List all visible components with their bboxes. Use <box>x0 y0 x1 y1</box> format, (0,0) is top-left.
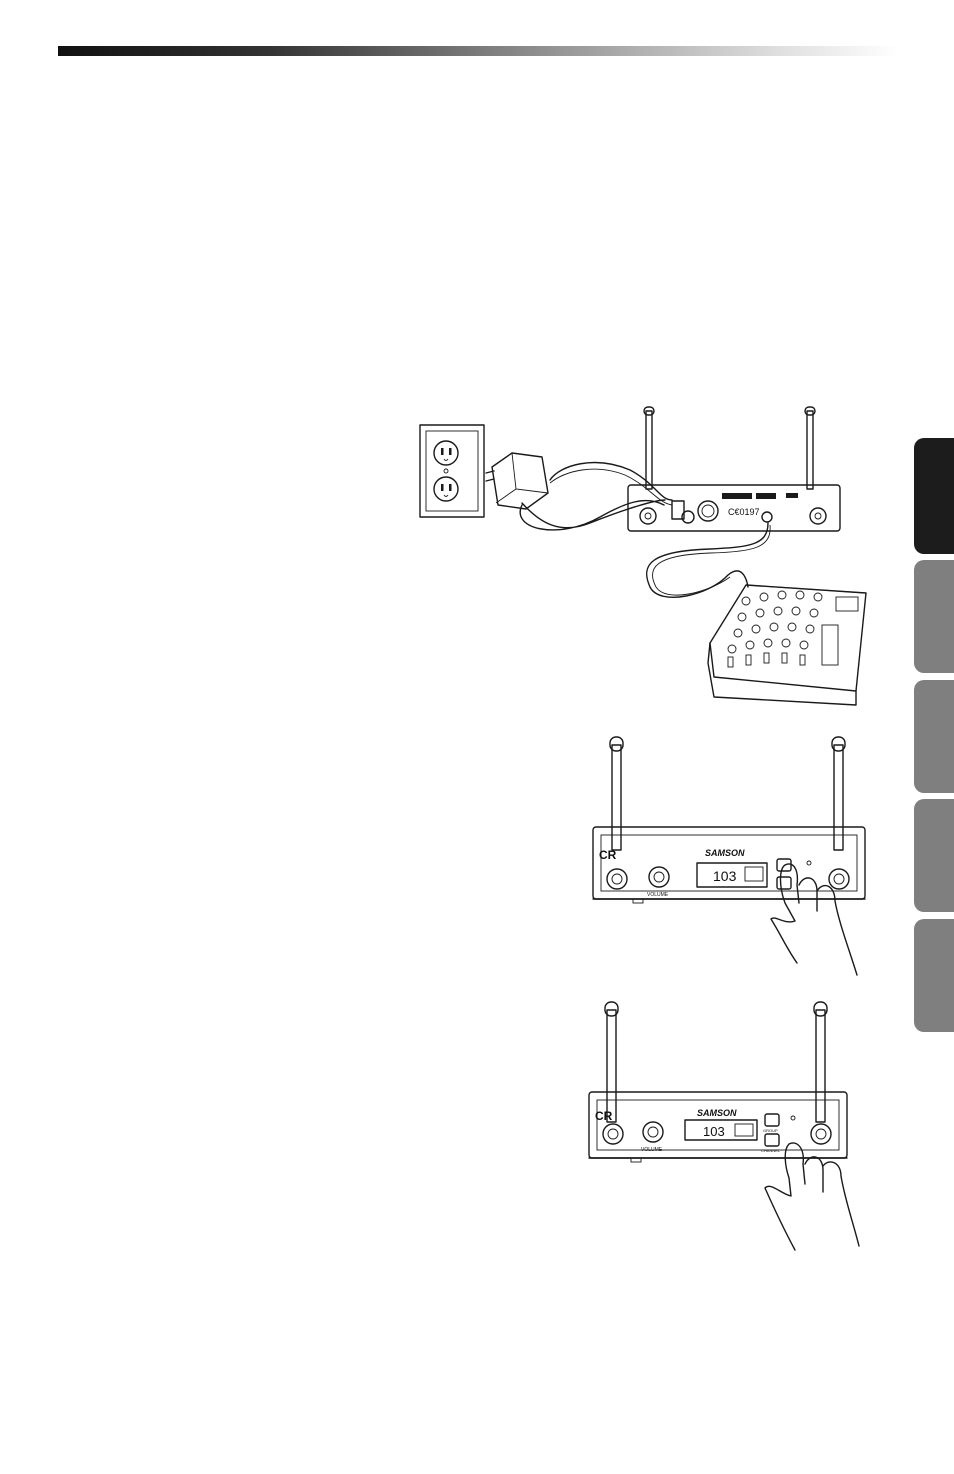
channel-button <box>764 1133 780 1147</box>
display-readout: 103 <box>713 868 737 884</box>
hand <box>770 863 858 976</box>
brand-logo: SAMSON <box>697 1108 737 1118</box>
side-tab-2[interactable] <box>914 560 954 673</box>
antenna-left <box>604 1001 619 1123</box>
channel-label: CHANNEL <box>761 1148 781 1153</box>
model-logo: CR <box>595 1109 613 1123</box>
group-button <box>764 1113 780 1127</box>
header-rule <box>58 46 898 56</box>
receiver-rear: C€0197 <box>627 406 841 532</box>
connection-diagram: C€0197 <box>419 406 867 706</box>
antenna-right <box>813 1001 828 1123</box>
volume-label: VOLUME <box>641 1147 663 1153</box>
hand <box>764 1142 860 1251</box>
audio-cable <box>646 522 769 598</box>
brand-logo: SAMSON <box>705 848 745 858</box>
volume-knob <box>648 866 670 888</box>
volume-knob <box>642 1121 664 1143</box>
model-logo: CR <box>599 848 617 862</box>
side-tab-5[interactable] <box>914 919 954 1032</box>
side-tab-4[interactable] <box>914 799 954 912</box>
receiver-front-figure-2: CR SAMSON VOLUME 103 GROUP CHANNEL <box>588 1001 860 1251</box>
antenna-right <box>831 736 846 851</box>
side-tab-1[interactable] <box>914 438 954 554</box>
power-adapter <box>485 452 549 510</box>
ce-mark: C€0197 <box>728 507 760 517</box>
wall-outlet <box>419 424 485 518</box>
display-readout: 103 <box>703 1124 725 1139</box>
antenna-left <box>609 736 624 851</box>
side-tab-3[interactable] <box>914 680 954 793</box>
power-cable <box>519 499 666 531</box>
receiver-front-figure-1: CR SAMSON VOLUME 103 <box>592 736 866 976</box>
mixer <box>707 584 867 706</box>
group-label: GROUP <box>763 1128 778 1133</box>
volume-label: VOLUME <box>647 892 669 898</box>
